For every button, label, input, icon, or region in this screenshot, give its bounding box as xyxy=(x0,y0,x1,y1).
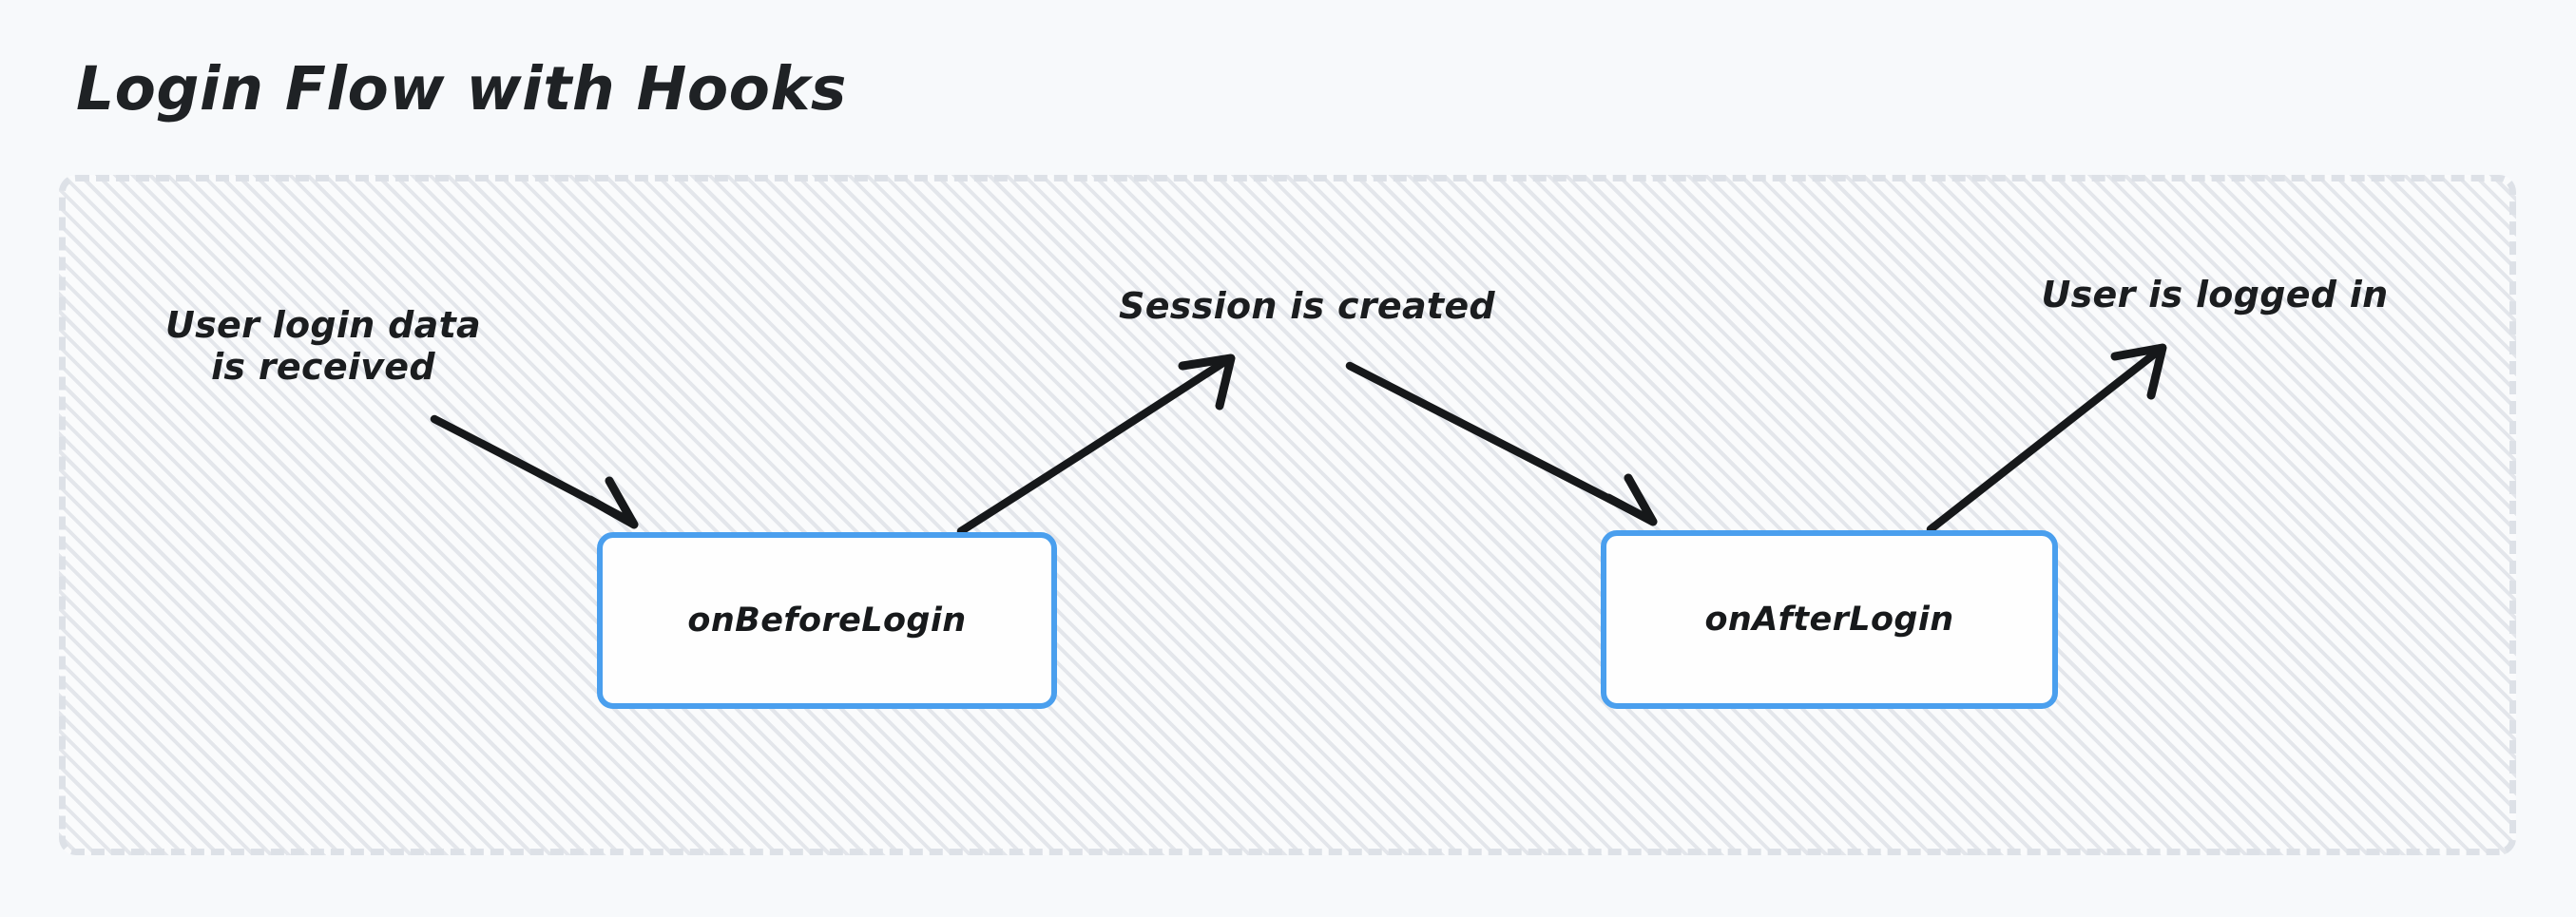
node-on-before-login[interactable]: onBeforeLogin xyxy=(597,532,1057,709)
page-title: Login Flow with Hooks xyxy=(76,54,847,124)
edge-label-session-created: Session is created xyxy=(1119,285,1495,327)
node-on-before-login-label: onBeforeLogin xyxy=(687,602,967,640)
edge-label-user-login-data: User login data is received xyxy=(164,304,481,389)
node-on-after-login-label: onAfterLogin xyxy=(1704,601,1954,639)
node-on-after-login[interactable]: onAfterLogin xyxy=(1601,530,2058,709)
edge-label-user-logged-in: User is logged in xyxy=(2041,274,2389,315)
